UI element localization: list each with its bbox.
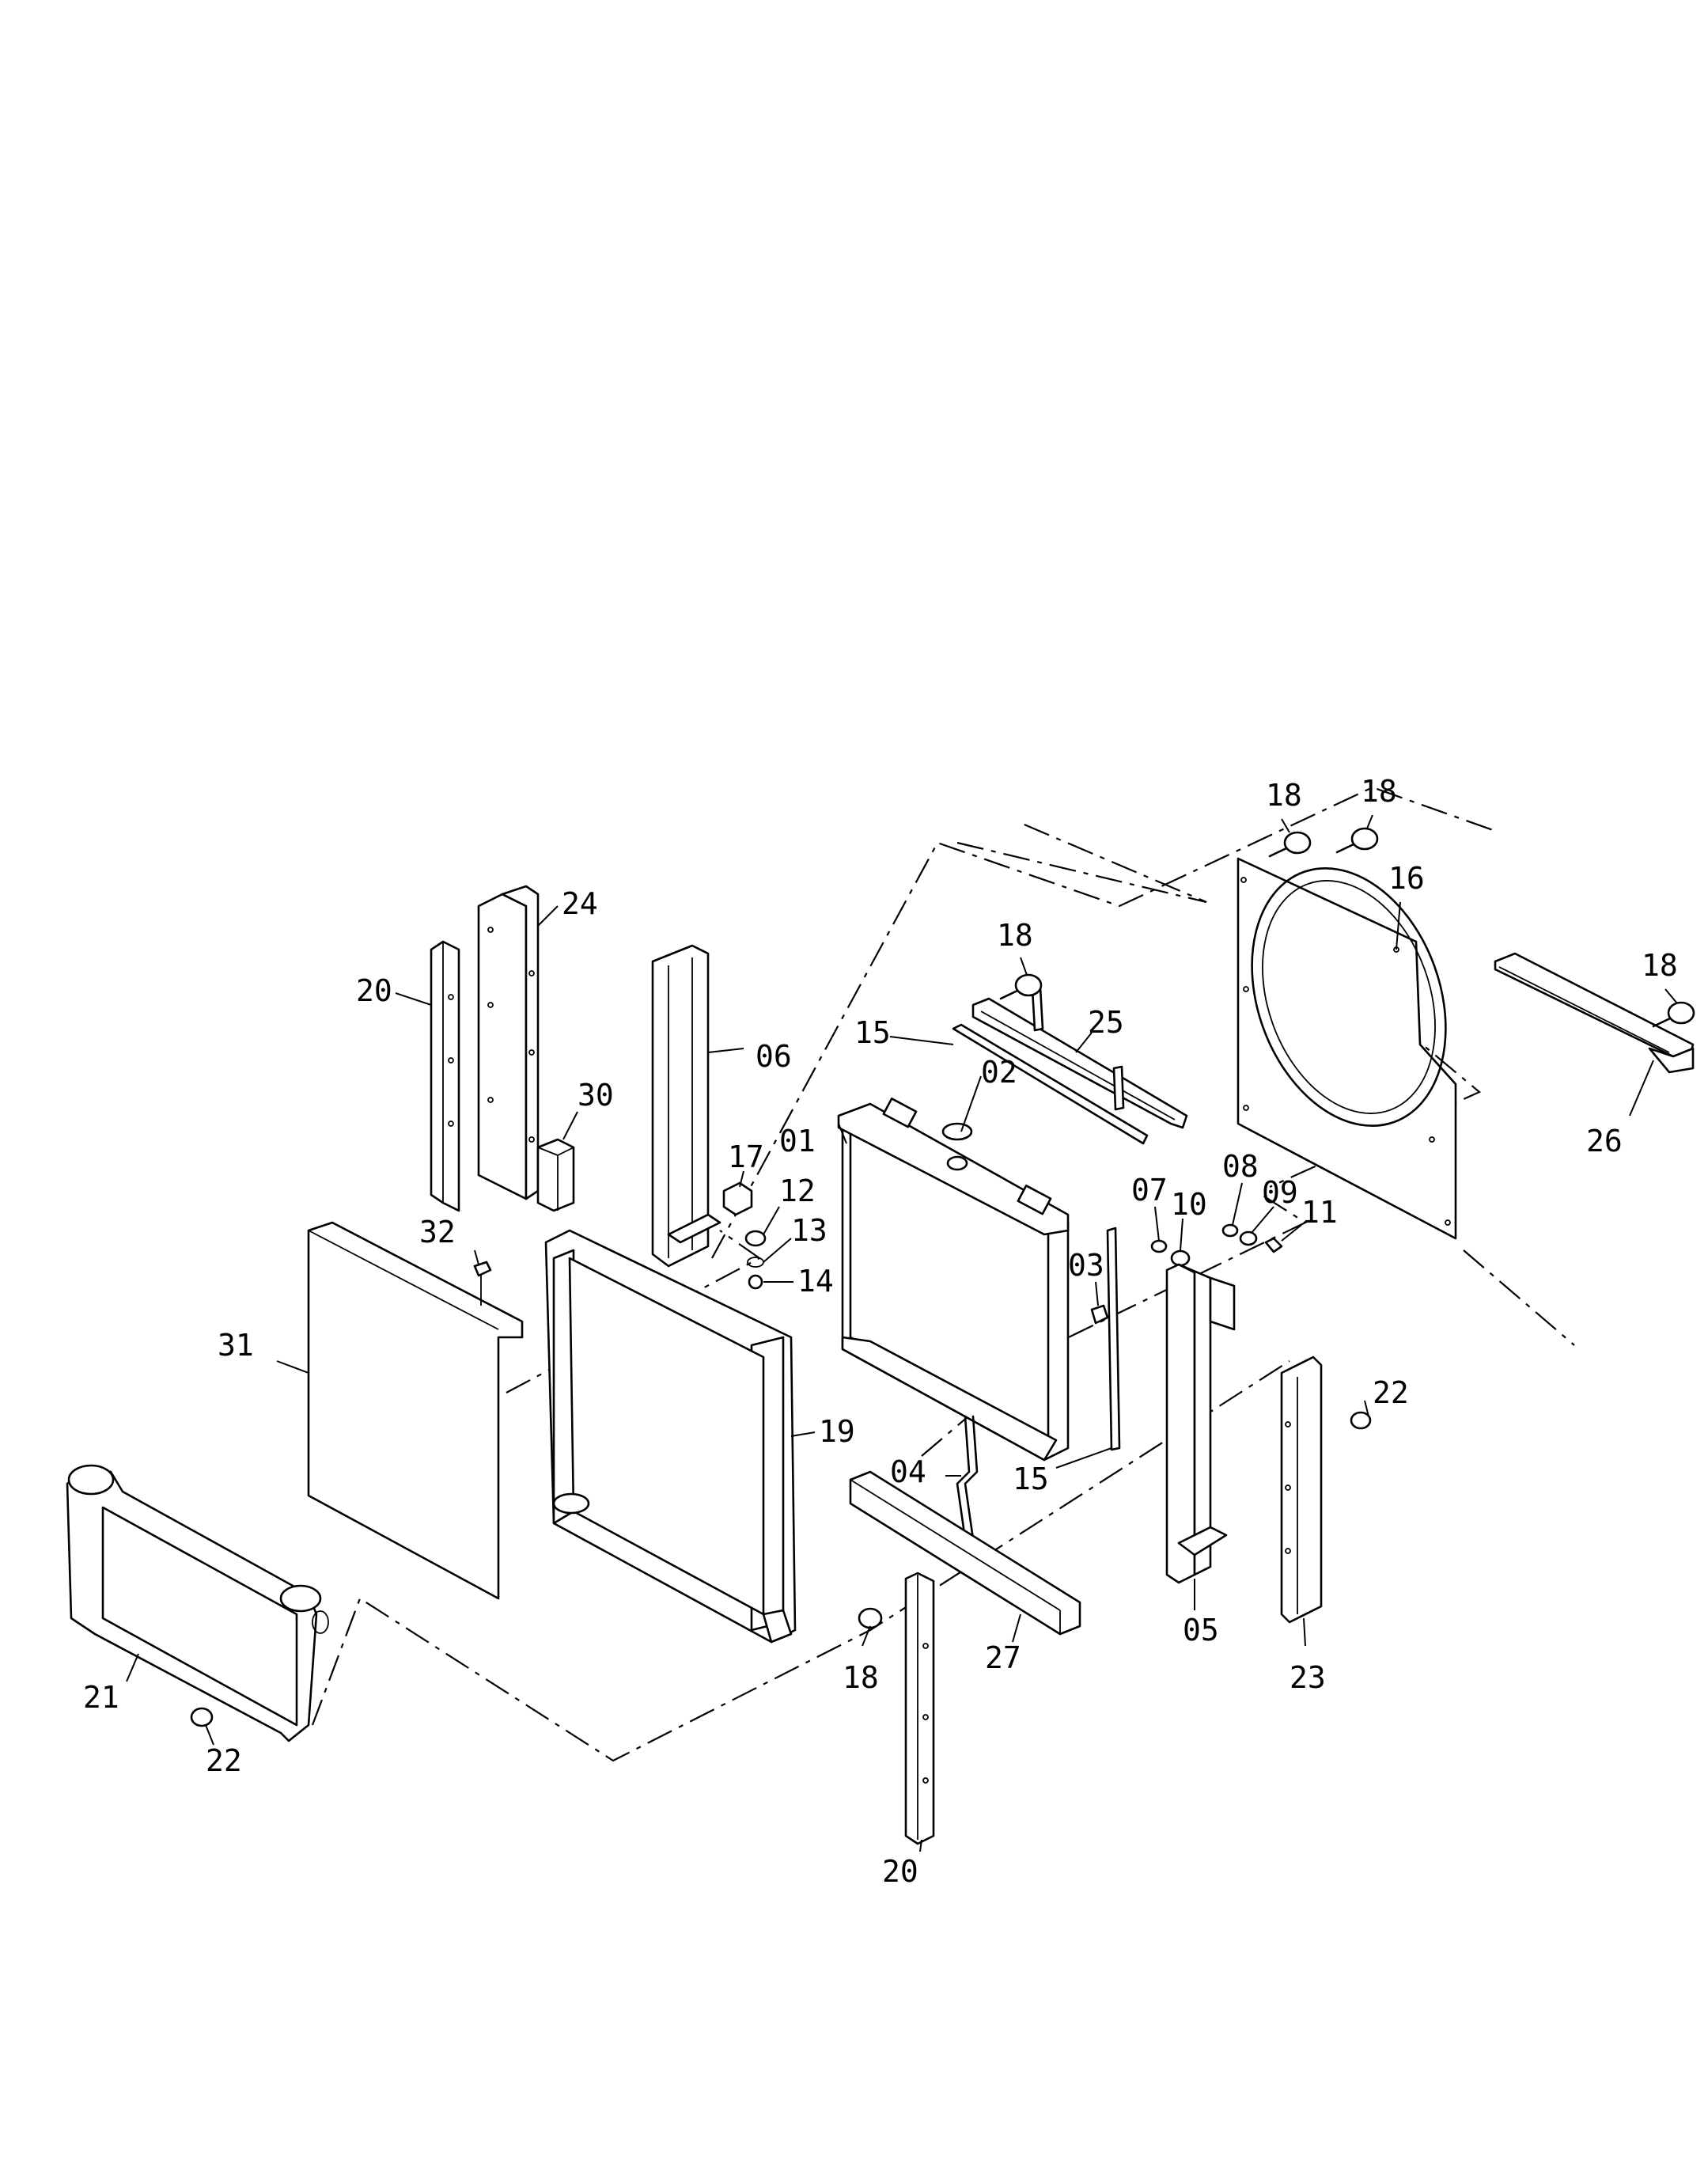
callout-10: 10 <box>1171 1187 1207 1222</box>
callout-16: 16 <box>1388 861 1425 896</box>
block-part-17 <box>722 1181 753 1216</box>
callout-18: 18 <box>843 1660 879 1695</box>
cap-part-02 <box>941 1122 973 1171</box>
callout-09: 09 <box>1262 1175 1298 1210</box>
callout-07: 07 <box>1131 1173 1168 1208</box>
side-plate-part-23 <box>1280 1356 1323 1624</box>
callout-32: 32 <box>419 1215 456 1249</box>
callout-18: 18 <box>997 918 1033 953</box>
callout-08: 08 <box>1222 1149 1259 1184</box>
callout-18: 18 <box>1266 778 1302 813</box>
plug-part-03 <box>1090 1304 1109 1325</box>
nut-part-22 <box>190 1411 1372 1727</box>
callout-22: 22 <box>206 1743 242 1778</box>
bracket-column-part-05 <box>1165 1263 1236 1584</box>
callout-11: 11 <box>1301 1195 1338 1230</box>
intercooler-part-21 <box>66 1464 329 1742</box>
leader-lines <box>126 814 1678 1852</box>
callout-05: 05 <box>1183 1613 1219 1647</box>
callout-21: 21 <box>83 1680 119 1715</box>
callout-17: 17 <box>728 1139 764 1174</box>
callout-20: 20 <box>882 1854 918 1889</box>
side-plate-part-20-upper <box>430 940 460 1212</box>
callout-02: 02 <box>981 1055 1017 1090</box>
fasteners-parts-12-13-14 <box>744 1230 767 1290</box>
side-plate-part-20-lower <box>904 1572 935 1845</box>
callout-12: 12 <box>779 1174 816 1208</box>
callout-06: 06 <box>756 1039 792 1074</box>
hose-part-04 <box>956 1415 979 1541</box>
angle-bracket-part-26 <box>1494 952 1695 1074</box>
callout-15: 15 <box>854 1015 891 1050</box>
callout-03: 03 <box>1068 1248 1104 1283</box>
callout-01: 01 <box>779 1124 816 1158</box>
callout-23: 23 <box>1290 1660 1326 1695</box>
beam-part-27 <box>849 1470 1081 1636</box>
bolt-part-18 <box>858 827 1695 1629</box>
fan-shroud-part-16 <box>1237 857 1457 1240</box>
callout-19: 19 <box>819 1414 855 1449</box>
bracket-part-25 <box>971 986 1188 1129</box>
callout-25: 25 <box>1088 1005 1124 1040</box>
callout-04: 04 <box>890 1454 926 1489</box>
callout-27: 27 <box>985 1640 1021 1675</box>
washers-parts-07-08-09-10-11 <box>1150 1223 1283 1267</box>
radiator-core-part-01 <box>837 1098 1070 1462</box>
clip-part-32 <box>473 1261 492 1306</box>
callout-18: 18 <box>1642 948 1678 983</box>
callout-13: 13 <box>791 1213 827 1248</box>
callout-20: 20 <box>356 973 392 1008</box>
callout-26: 26 <box>1586 1124 1623 1158</box>
callout-labels: 18 18 16 24 20 18 18 15 25 06 02 30 01 2… <box>83 774 1678 1889</box>
callout-30: 30 <box>578 1078 614 1113</box>
callout-15: 15 <box>1013 1462 1049 1496</box>
seal-strip-part-15 <box>952 1023 1149 1451</box>
callout-24: 24 <box>562 886 598 921</box>
callout-22: 22 <box>1373 1375 1409 1410</box>
callout-14: 14 <box>797 1264 834 1299</box>
side-plate-part-24 <box>477 885 540 1200</box>
callout-31: 31 <box>218 1328 254 1363</box>
cover-plate-part-31 <box>307 1221 524 1600</box>
callout-18: 18 <box>1361 774 1397 809</box>
column-part-06 <box>651 944 721 1268</box>
block-part-30 <box>536 1138 575 1212</box>
frame-part-19 <box>544 1229 797 1644</box>
